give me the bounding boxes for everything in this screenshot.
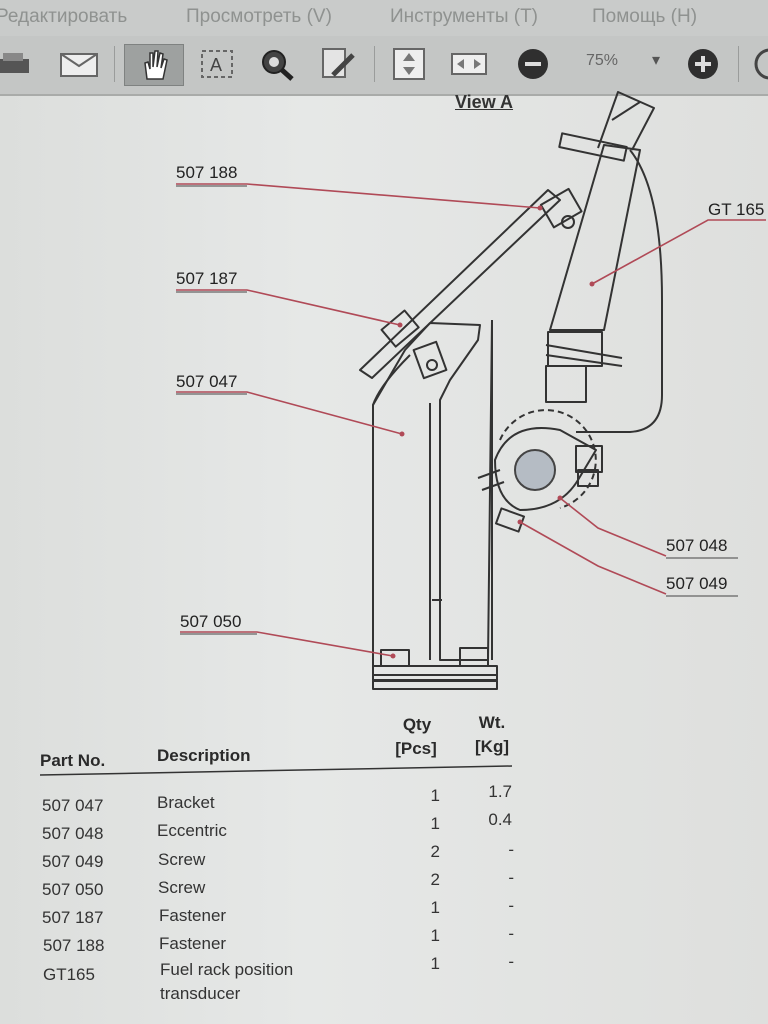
bracket-507047 xyxy=(372,319,493,680)
quantity: 2 xyxy=(430,842,440,861)
header-description: Description xyxy=(157,746,251,765)
transducer-gt165 xyxy=(549,144,641,331)
description: Bracket xyxy=(157,793,215,812)
description: Fastener xyxy=(159,934,227,953)
view-title: View A xyxy=(455,92,514,112)
part-number: 507 048 xyxy=(42,824,104,843)
text-select-icon[interactable]: A xyxy=(194,44,240,84)
part-number: 507 188 xyxy=(43,936,105,955)
callout-507047: 507 047 xyxy=(176,372,238,391)
weight: 1.7 xyxy=(488,782,512,801)
fastener-507187 xyxy=(359,189,561,379)
tool-icon[interactable] xyxy=(748,44,768,84)
weight: - xyxy=(508,896,514,915)
mail-icon[interactable] xyxy=(56,44,102,84)
edit-icon[interactable] xyxy=(314,44,360,84)
eccentric-507048 xyxy=(494,427,597,511)
quantity: 2 xyxy=(430,870,440,889)
fastener-507188 xyxy=(539,187,583,229)
zoom-level-field[interactable]: 75% xyxy=(586,52,619,69)
quantity: 1 xyxy=(430,786,440,805)
description: Eccentric xyxy=(157,821,227,840)
part-number: GT165 xyxy=(43,965,95,984)
callout-gt165: GT 165 xyxy=(708,200,765,219)
menu-view[interactable]: Просмотреть (V) xyxy=(186,6,332,27)
menu-help[interactable]: Помощь (H) xyxy=(592,6,698,27)
header-wt: Wt. xyxy=(478,713,506,732)
part-number: 507 047 xyxy=(42,796,104,815)
hand-icon[interactable] xyxy=(124,44,184,86)
zoom-out-icon[interactable] xyxy=(510,44,556,84)
printer-icon[interactable] xyxy=(0,44,36,84)
callout-507048: 507 048 xyxy=(666,536,728,555)
description: Screw xyxy=(158,850,206,869)
header-part-no: Part No. xyxy=(40,751,106,770)
fit-width-icon[interactable] xyxy=(446,44,492,84)
menu-edit[interactable]: Редактировать xyxy=(0,6,128,27)
quantity: 1 xyxy=(430,814,440,833)
callout-507049: 507 049 xyxy=(666,574,728,593)
header-qty: Qty xyxy=(402,715,432,734)
zoom-icon[interactable] xyxy=(254,44,300,84)
zoom-dropdown-arrow[interactable]: ▾ xyxy=(652,52,661,69)
description: Fuel rack position xyxy=(160,960,294,979)
svg-text:A: A xyxy=(210,55,222,75)
weight: - xyxy=(508,840,514,859)
description-continued: transducer xyxy=(160,984,241,1003)
weight: - xyxy=(508,868,514,887)
part-number: 507 049 xyxy=(42,852,104,871)
weight: 0.4 xyxy=(488,810,512,829)
weight: - xyxy=(508,952,514,971)
quantity: 1 xyxy=(430,926,440,945)
screw-507050 xyxy=(380,649,410,667)
callout-507187: 507 187 xyxy=(176,269,238,288)
quantity: 1 xyxy=(430,954,440,973)
description: Fastener xyxy=(159,906,227,925)
weight: - xyxy=(508,924,514,943)
callout-507050: 507 050 xyxy=(180,612,242,631)
header-qty-unit: [Pcs] xyxy=(395,739,437,758)
menu-tools[interactable]: Инструменты (T) xyxy=(390,6,539,27)
menu-bar: Редактировать Просмотреть (V) Инструмент… xyxy=(0,0,768,36)
header-wt-unit: [Kg] xyxy=(475,737,509,756)
callout-507188: 507 188 xyxy=(176,163,238,182)
part-number: 507 050 xyxy=(42,880,104,899)
document-page xyxy=(0,96,768,1024)
description: Screw xyxy=(158,878,206,897)
fit-page-icon[interactable] xyxy=(386,44,432,84)
part-number: 507 187 xyxy=(42,908,104,927)
toolbar: A xyxy=(0,36,768,96)
zoom-in-icon[interactable] xyxy=(680,44,726,84)
quantity: 1 xyxy=(430,898,440,917)
